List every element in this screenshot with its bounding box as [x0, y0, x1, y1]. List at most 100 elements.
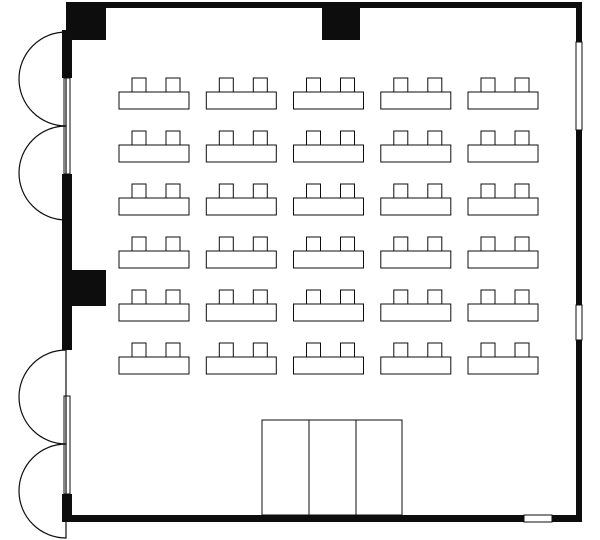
desk — [467, 250, 539, 269]
seat — [393, 130, 409, 147]
seat — [340, 342, 355, 359]
seat — [427, 236, 443, 253]
desk — [205, 197, 277, 216]
seat — [218, 130, 234, 147]
seat — [131, 236, 147, 253]
stage-panel — [355, 419, 403, 516]
seat — [165, 236, 181, 253]
window-right-lower — [575, 304, 583, 341]
desk — [205, 303, 277, 322]
seat — [480, 77, 496, 94]
seat — [514, 236, 530, 253]
seat — [514, 183, 530, 200]
seat — [165, 342, 181, 359]
seat — [131, 130, 147, 147]
desk-unit — [118, 236, 190, 269]
desk — [467, 356, 539, 375]
wall-left-lower — [62, 494, 72, 522]
seat — [393, 236, 409, 253]
desk — [293, 144, 364, 163]
desk — [205, 144, 277, 163]
seat — [218, 183, 234, 200]
seat — [165, 77, 181, 94]
desk — [205, 250, 277, 269]
seat — [427, 289, 443, 306]
desk-unit — [380, 130, 452, 163]
seat — [306, 342, 321, 359]
stage-panel — [308, 419, 357, 516]
desk-unit — [205, 183, 277, 216]
desk-unit — [467, 289, 539, 322]
desk — [293, 250, 364, 269]
seat — [252, 236, 268, 253]
desk — [380, 356, 452, 375]
desk — [380, 91, 452, 110]
seat — [427, 183, 443, 200]
seat — [252, 342, 268, 359]
desk-unit — [380, 77, 452, 110]
seat — [427, 77, 443, 94]
pillar-top-left — [72, 8, 106, 40]
wall-bottom — [66, 515, 582, 522]
desk-unit — [293, 289, 364, 322]
pillar-left-middle — [72, 270, 106, 306]
desk — [118, 197, 190, 216]
desk-unit — [293, 130, 364, 163]
desk — [118, 91, 190, 110]
desk-unit — [118, 342, 190, 375]
seat — [218, 236, 234, 253]
door-3 — [18, 349, 67, 445]
desk-unit — [380, 183, 452, 216]
window-bottom — [523, 514, 553, 523]
seat — [480, 236, 496, 253]
desk-unit — [467, 342, 539, 375]
desk — [380, 144, 452, 163]
desk — [118, 356, 190, 375]
pillar-top-center — [322, 8, 360, 40]
desk-unit — [205, 289, 277, 322]
desk-unit — [293, 342, 364, 375]
seat — [427, 342, 443, 359]
wall-right-middle — [576, 130, 582, 305]
seat — [252, 77, 268, 94]
desk-unit — [205, 77, 277, 110]
seat — [480, 342, 496, 359]
desk — [380, 250, 452, 269]
desk — [293, 197, 364, 216]
desk — [205, 356, 277, 375]
seat — [393, 342, 409, 359]
seat — [306, 183, 321, 200]
desk-unit — [118, 77, 190, 110]
seat — [165, 289, 181, 306]
desk — [293, 303, 364, 322]
seat — [131, 183, 147, 200]
seat — [340, 236, 355, 253]
desk-unit — [293, 236, 364, 269]
desk-unit — [380, 236, 452, 269]
desk-unit — [205, 342, 277, 375]
desk — [467, 197, 539, 216]
desk — [467, 303, 539, 322]
desk — [205, 91, 277, 110]
door-4 — [18, 443, 67, 539]
seat — [306, 236, 321, 253]
seat — [131, 289, 147, 306]
pillars — [72, 8, 360, 306]
seat — [218, 342, 234, 359]
seat — [480, 289, 496, 306]
desk — [293, 356, 364, 375]
seat — [393, 183, 409, 200]
seat — [393, 77, 409, 94]
seat — [252, 183, 268, 200]
room-walls — [62, 2, 582, 522]
desk-unit — [467, 130, 539, 163]
window-right-upper — [575, 41, 583, 131]
desk-unit — [118, 130, 190, 163]
desk — [467, 144, 539, 163]
seat — [131, 342, 147, 359]
desk — [380, 303, 452, 322]
desk-unit — [380, 289, 452, 322]
desk — [293, 91, 364, 110]
stage-panel — [261, 419, 310, 516]
